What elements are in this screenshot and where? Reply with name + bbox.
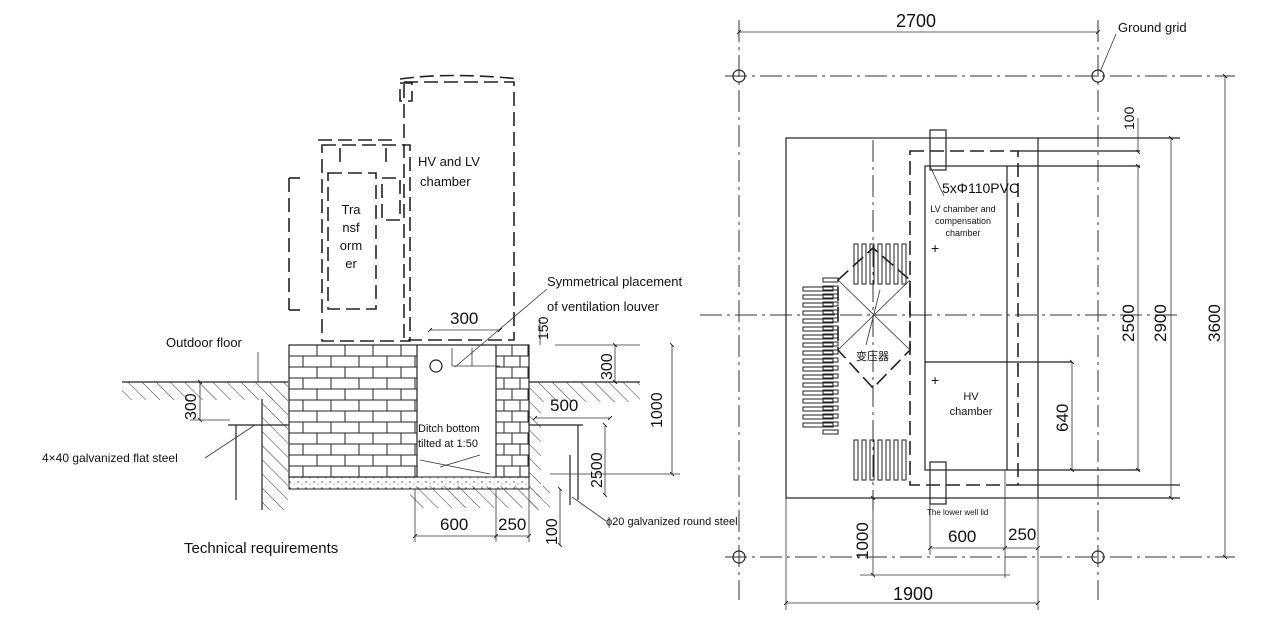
foundation-outline — [785, 137, 1039, 499]
dim-500: 500 — [550, 396, 578, 415]
dim-100-plan: 100 — [1121, 106, 1137, 130]
grid-lines — [700, 20, 1235, 600]
concrete-base — [288, 476, 530, 490]
transformer-cn-label: 变压器 — [856, 349, 889, 363]
dim-640: 640 — [1053, 404, 1072, 432]
ground-post-icon — [1091, 69, 1105, 83]
dim-600: 600 — [440, 515, 468, 534]
hv-center-marker-icon: + — [931, 372, 939, 388]
dim-1000-plan: 1000 — [853, 522, 872, 560]
plan-dimension-lines — [736, 29, 1228, 610]
outdoor-floor-label: Outdoor floor — [166, 335, 243, 350]
pvc-label: 5xΦ110PVC — [942, 180, 1019, 196]
dim-300-top: 300 — [450, 309, 478, 328]
dim-1000: 1000 — [649, 392, 666, 428]
ground-post-icon — [1091, 550, 1105, 564]
dim-3600: 3600 — [1205, 304, 1224, 342]
chamber-box — [924, 165, 1008, 471]
brick-foundation-left — [288, 344, 418, 478]
ground-grid-label: Ground grid — [1118, 20, 1187, 35]
technical-requirements-heading: Technical requirements — [184, 540, 338, 557]
dim-2500: 2500 — [589, 452, 606, 488]
dim-1900: 1900 — [893, 584, 933, 604]
cooling-fins — [802, 243, 907, 481]
dim-600-plan: 600 — [948, 527, 976, 546]
ground-right — [410, 381, 640, 510]
ground-post-icon — [732, 550, 746, 564]
brick-foundation-right — [495, 344, 530, 478]
ground-grid-posts — [732, 69, 1105, 564]
dim-300-left: 300 — [183, 393, 200, 420]
ditch — [417, 344, 500, 475]
ground-left — [122, 381, 288, 510]
galvanized-flat-steel-label: 4×40 galvanized flat steel — [42, 451, 178, 465]
dim-250: 250 — [498, 515, 526, 534]
dim-300-right: 300 — [599, 353, 616, 380]
hv-lv-chamber-outline — [399, 74, 521, 341]
dim-2900: 2900 — [1151, 304, 1170, 342]
dim-2500-plan: 2500 — [1119, 304, 1138, 342]
lower-well-lid-label: The lower well lid — [927, 508, 988, 517]
ground-post-icon — [732, 69, 746, 83]
cabinet-outline — [909, 150, 1019, 486]
dim-2700: 2700 — [896, 11, 936, 31]
transformer-cabinet — [288, 139, 411, 342]
side-dimension-lines — [190, 288, 680, 548]
round-steel-label: ϕ20 galvanized round steel — [606, 516, 738, 528]
dim-150: 150 — [535, 316, 551, 340]
plan-view: + + — [700, 11, 1235, 610]
dim-100: 100 — [544, 518, 561, 545]
dim-250-plan: 250 — [1008, 525, 1036, 544]
lv-center-marker-icon: + — [931, 240, 939, 256]
grounding-steel — [228, 424, 583, 505]
